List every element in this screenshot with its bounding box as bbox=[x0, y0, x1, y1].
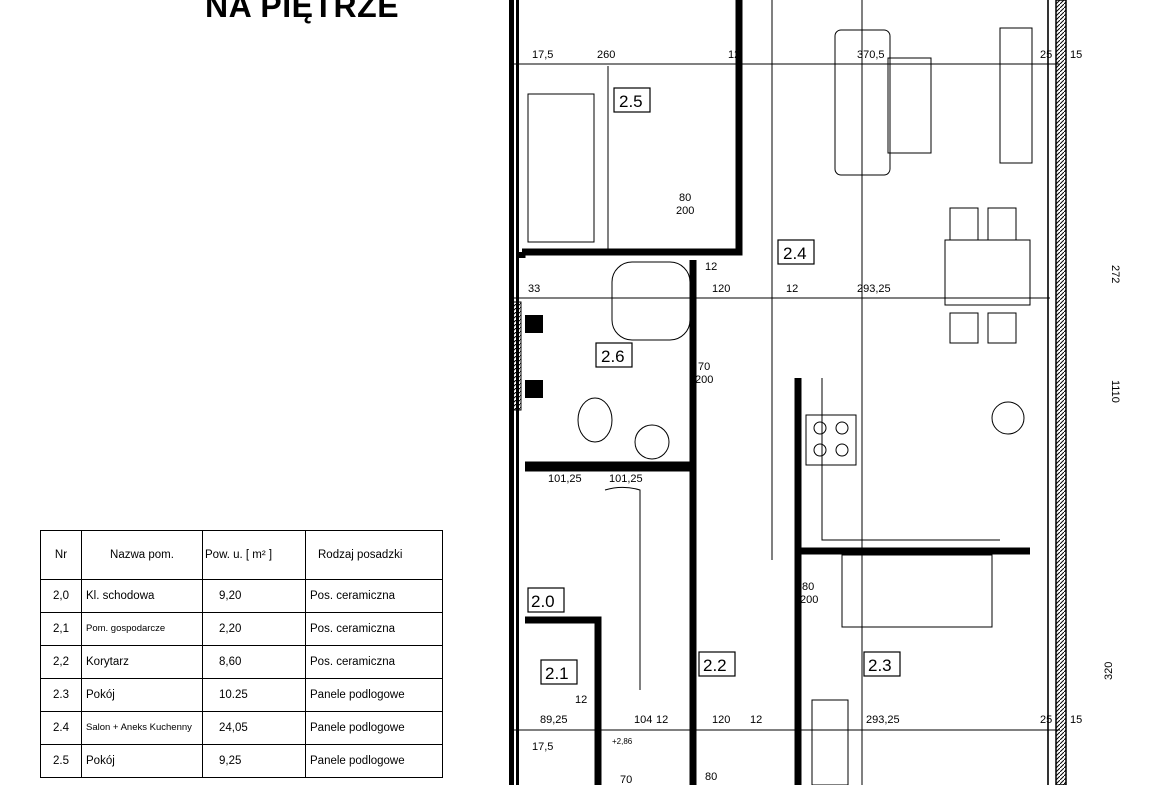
kitchen-sink-icon bbox=[991, 401, 1025, 435]
room-label-2-4: 2.4 bbox=[777, 239, 815, 265]
svg-text:2.4: 2.4 bbox=[783, 244, 807, 263]
room-label-2-1: 2.1 bbox=[540, 659, 578, 685]
room-table: Nr Nazwa pom. Pow. u. [ m² ] Rodzaj posa… bbox=[40, 530, 443, 778]
toilet-icon bbox=[577, 397, 613, 443]
svg-text:101,25: 101,25 bbox=[609, 473, 643, 485]
svg-text:12: 12 bbox=[705, 261, 717, 273]
bed-icon bbox=[527, 93, 595, 243]
stove-icon bbox=[805, 414, 857, 466]
svg-text:80: 80 bbox=[802, 581, 814, 593]
table-header-row: Nr Nazwa pom. Pow. u. [ m² ] Rodzaj posa… bbox=[40, 530, 443, 580]
shower-icon bbox=[611, 261, 691, 341]
header-area: Pow. u. [ m² ] bbox=[202, 530, 306, 580]
wardrobe-icon bbox=[811, 699, 849, 785]
kitchen-counter bbox=[821, 378, 1000, 541]
page-title: NA PIĘTRZE bbox=[205, 0, 400, 24]
coffee-table-icon bbox=[887, 57, 932, 154]
svg-text:12: 12 bbox=[750, 714, 762, 726]
svg-text:12: 12 bbox=[786, 283, 798, 295]
cell-floor: Panele podlogowe bbox=[305, 744, 443, 778]
cell-nr: 2.5 bbox=[40, 744, 82, 778]
dining-table-icon bbox=[944, 239, 1031, 306]
room-label-2-6: 2.6 bbox=[595, 342, 633, 368]
header-name: Nazwa pom. bbox=[81, 530, 203, 580]
chimney-flue bbox=[525, 380, 543, 398]
cell-nr: 2,0 bbox=[40, 579, 82, 613]
svg-text:200: 200 bbox=[676, 205, 694, 217]
svg-text:293,25: 293,25 bbox=[857, 283, 891, 295]
bed-icon bbox=[841, 554, 993, 628]
svg-text:80: 80 bbox=[679, 192, 691, 204]
svg-text:2.5: 2.5 bbox=[619, 92, 643, 111]
svg-text:2.1: 2.1 bbox=[545, 664, 569, 683]
cell-nr: 2,1 bbox=[40, 612, 82, 646]
svg-text:200: 200 bbox=[800, 594, 818, 606]
svg-text:80: 80 bbox=[705, 771, 717, 783]
svg-text:70: 70 bbox=[620, 774, 632, 785]
svg-text:2.0: 2.0 bbox=[531, 592, 555, 611]
svg-text:17,5: 17,5 bbox=[532, 741, 553, 753]
svg-text:200: 200 bbox=[695, 374, 713, 386]
svg-text:370,5: 370,5 bbox=[857, 49, 885, 61]
sofa-icon bbox=[834, 29, 891, 176]
svg-text:89,25: 89,25 bbox=[540, 714, 568, 726]
svg-text:293,25: 293,25 bbox=[866, 714, 900, 726]
svg-text:1110: 1110 bbox=[1109, 380, 1121, 403]
cell-area: 2,20 bbox=[202, 612, 306, 646]
cell-name: Pokój bbox=[81, 744, 203, 778]
svg-text:272: 272 bbox=[1109, 265, 1121, 283]
room-label-2-2: 2.2 bbox=[698, 651, 736, 677]
svg-text:120: 120 bbox=[712, 283, 730, 295]
svg-text:120: 120 bbox=[712, 714, 730, 726]
outer-wall-right bbox=[1055, 0, 1067, 785]
cell-floor: Pos. ceramiczna bbox=[305, 645, 443, 679]
cell-name: Salon + Aneks Kuchenny bbox=[81, 711, 203, 745]
cell-area: 10.25 bbox=[202, 678, 306, 712]
svg-text:25: 25 bbox=[1040, 714, 1052, 726]
svg-text:12: 12 bbox=[728, 49, 740, 61]
cell-name: Kl. schodowa bbox=[81, 579, 203, 613]
room-label-2-0: 2.0 bbox=[527, 587, 565, 613]
header-nr: Nr bbox=[40, 530, 82, 580]
svg-text:320: 320 bbox=[1103, 662, 1115, 680]
cell-area: 24,05 bbox=[202, 711, 306, 745]
cell-name: Pom. gospodarcze bbox=[81, 612, 203, 646]
dimension-labels: 17,5 260 12 370,5 25 15 120 12 293,25 33… bbox=[528, 49, 1121, 785]
room-label-2-3: 2.3 bbox=[863, 651, 901, 677]
svg-text:12: 12 bbox=[656, 714, 668, 726]
svg-text:101,25: 101,25 bbox=[548, 473, 582, 485]
sink-icon bbox=[634, 424, 670, 460]
svg-text:17,5: 17,5 bbox=[532, 49, 553, 61]
svg-text:33: 33 bbox=[528, 283, 540, 295]
cell-area: 9,25 bbox=[202, 744, 306, 778]
svg-text:70: 70 bbox=[698, 361, 710, 373]
cell-floor: Pos. ceramiczna bbox=[305, 612, 443, 646]
cell-area: 9,20 bbox=[202, 579, 306, 613]
svg-text:2.3: 2.3 bbox=[868, 656, 892, 675]
svg-text:25: 25 bbox=[1040, 49, 1052, 61]
svg-text:260: 260 bbox=[597, 49, 615, 61]
cell-name: Korytarz bbox=[81, 645, 203, 679]
svg-text:2.2: 2.2 bbox=[703, 656, 727, 675]
cell-floor: Panele podlogowe bbox=[305, 711, 443, 745]
svg-text:12: 12 bbox=[575, 694, 587, 706]
tv-stand-icon bbox=[999, 27, 1033, 164]
svg-text:15: 15 bbox=[1070, 714, 1082, 726]
svg-text:2.6: 2.6 bbox=[601, 347, 625, 366]
stairs-icon bbox=[604, 486, 641, 690]
svg-text:15: 15 bbox=[1070, 49, 1082, 61]
room-label-2-5: 2.5 bbox=[613, 87, 651, 113]
svg-text:104: 104 bbox=[634, 714, 652, 726]
cell-floor: Panele podlogowe bbox=[305, 678, 443, 712]
svg-text:+2,86: +2,86 bbox=[612, 737, 633, 746]
chimney bbox=[510, 301, 522, 411]
chimney-flue bbox=[525, 315, 543, 333]
